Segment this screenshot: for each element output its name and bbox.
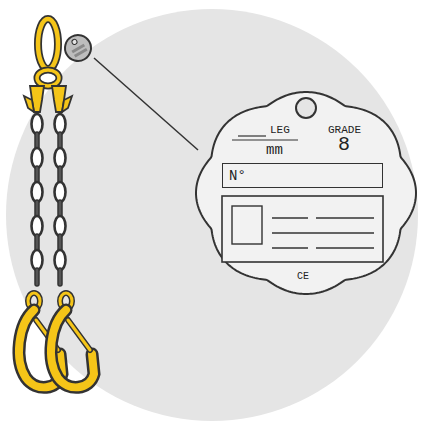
tag-outline	[190, 88, 422, 298]
chain-link	[55, 250, 66, 270]
tag-text: 8	[338, 135, 350, 155]
chain-link	[55, 114, 66, 134]
tag-text: N°	[229, 169, 246, 183]
chain-link	[32, 148, 43, 168]
hooks	[19, 293, 94, 387]
chain-link	[32, 114, 43, 134]
self-locking-hook	[51, 293, 94, 387]
chain-link	[32, 182, 43, 202]
intermediate-link	[37, 70, 59, 86]
small-tag	[60, 30, 96, 66]
coupling-links	[24, 86, 72, 112]
chain-link	[55, 148, 66, 168]
chain-link	[55, 182, 66, 202]
chain-link	[58, 268, 62, 286]
leader-line	[94, 58, 198, 150]
number-box: N°	[222, 163, 383, 188]
chain-link	[35, 268, 39, 286]
chain-link	[32, 250, 43, 270]
tag-text: LEG	[270, 125, 290, 136]
id-tag: LEGGRADEmm8CEN°	[190, 88, 422, 298]
master-link	[38, 19, 58, 69]
background-disc	[6, 9, 418, 421]
chain-legs	[32, 114, 66, 286]
chain-link	[55, 216, 66, 236]
tag-text: mm	[266, 143, 283, 157]
chain-link	[32, 216, 43, 236]
tag-text: CE	[297, 272, 309, 282]
